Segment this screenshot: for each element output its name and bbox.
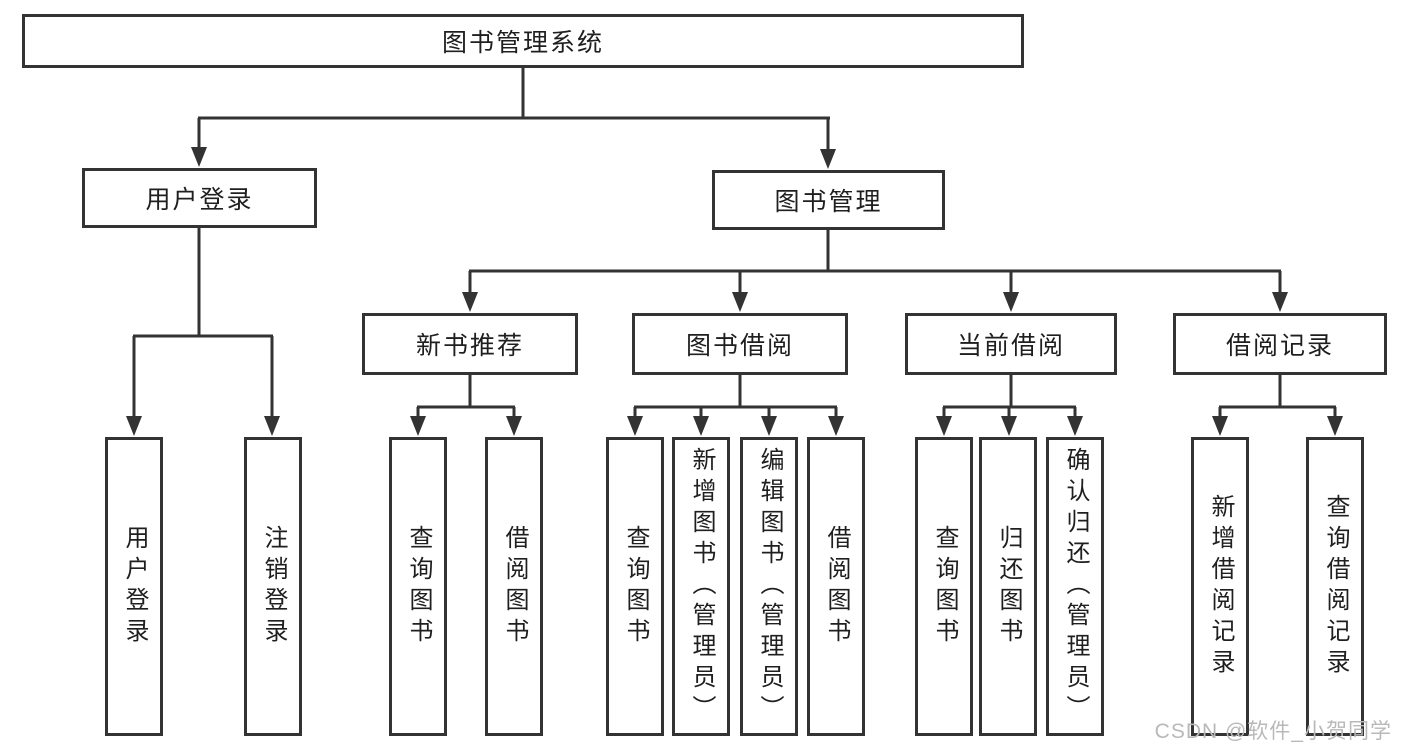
leaf-label: 借阅图书	[501, 524, 528, 649]
leaf-confirm-return-admin: 确认归还（管理员）	[1046, 437, 1104, 736]
node-current-borrowing: 当前借阅	[905, 313, 1117, 375]
node-book-borrowing: 图书借阅	[632, 313, 848, 375]
leaf-query-books-borrowing: 查询图书	[606, 437, 664, 736]
leaf-label: 编辑图书（管理员）	[756, 447, 783, 726]
leaf-borrow-books-recommend: 借阅图书	[485, 437, 543, 736]
node-book-management: 图书管理	[712, 170, 945, 230]
leaf-label: 新增图书（管理员）	[688, 447, 715, 726]
leaf-add-books-admin: 新增图书（管理员）	[672, 437, 730, 736]
leaf-label: 借阅图书	[823, 524, 850, 649]
leaf-label: 用户登录	[121, 524, 148, 649]
node-borrowing-records: 借阅记录	[1173, 313, 1387, 375]
leaf-add-borrow-record: 新增借阅记录	[1191, 437, 1249, 736]
leaf-label: 确认归还（管理员）	[1062, 447, 1089, 726]
leaf-label: 归还图书	[995, 524, 1022, 649]
leaf-label: 查询图书	[405, 524, 432, 649]
leaf-query-books-current: 查询图书	[915, 437, 973, 736]
leaf-return-books: 归还图书	[979, 437, 1037, 736]
leaf-query-borrow-record: 查询借阅记录	[1306, 437, 1364, 736]
leaf-label: 查询图书	[931, 524, 958, 649]
leaf-label: 查询借阅记录	[1322, 493, 1349, 680]
leaf-label: 注销登录	[260, 524, 287, 649]
csdn-watermark: CSDN @软件_小贺同学	[1154, 720, 1392, 743]
leaf-label: 新增借阅记录	[1207, 493, 1234, 680]
leaf-query-books-recommend: 查询图书	[389, 437, 447, 736]
leaf-edit-books-admin: 编辑图书（管理员）	[740, 437, 798, 736]
leaf-label: 查询图书	[622, 524, 649, 649]
leaf-logout: 注销登录	[244, 437, 302, 736]
node-library-management-system: 图书管理系统	[22, 14, 1024, 68]
node-new-book-recommendation: 新书推荐	[362, 313, 578, 375]
leaf-user-login: 用户登录	[105, 437, 163, 736]
node-user-login: 用户登录	[82, 168, 317, 228]
leaf-borrow-books-borrowing: 借阅图书	[807, 437, 865, 736]
